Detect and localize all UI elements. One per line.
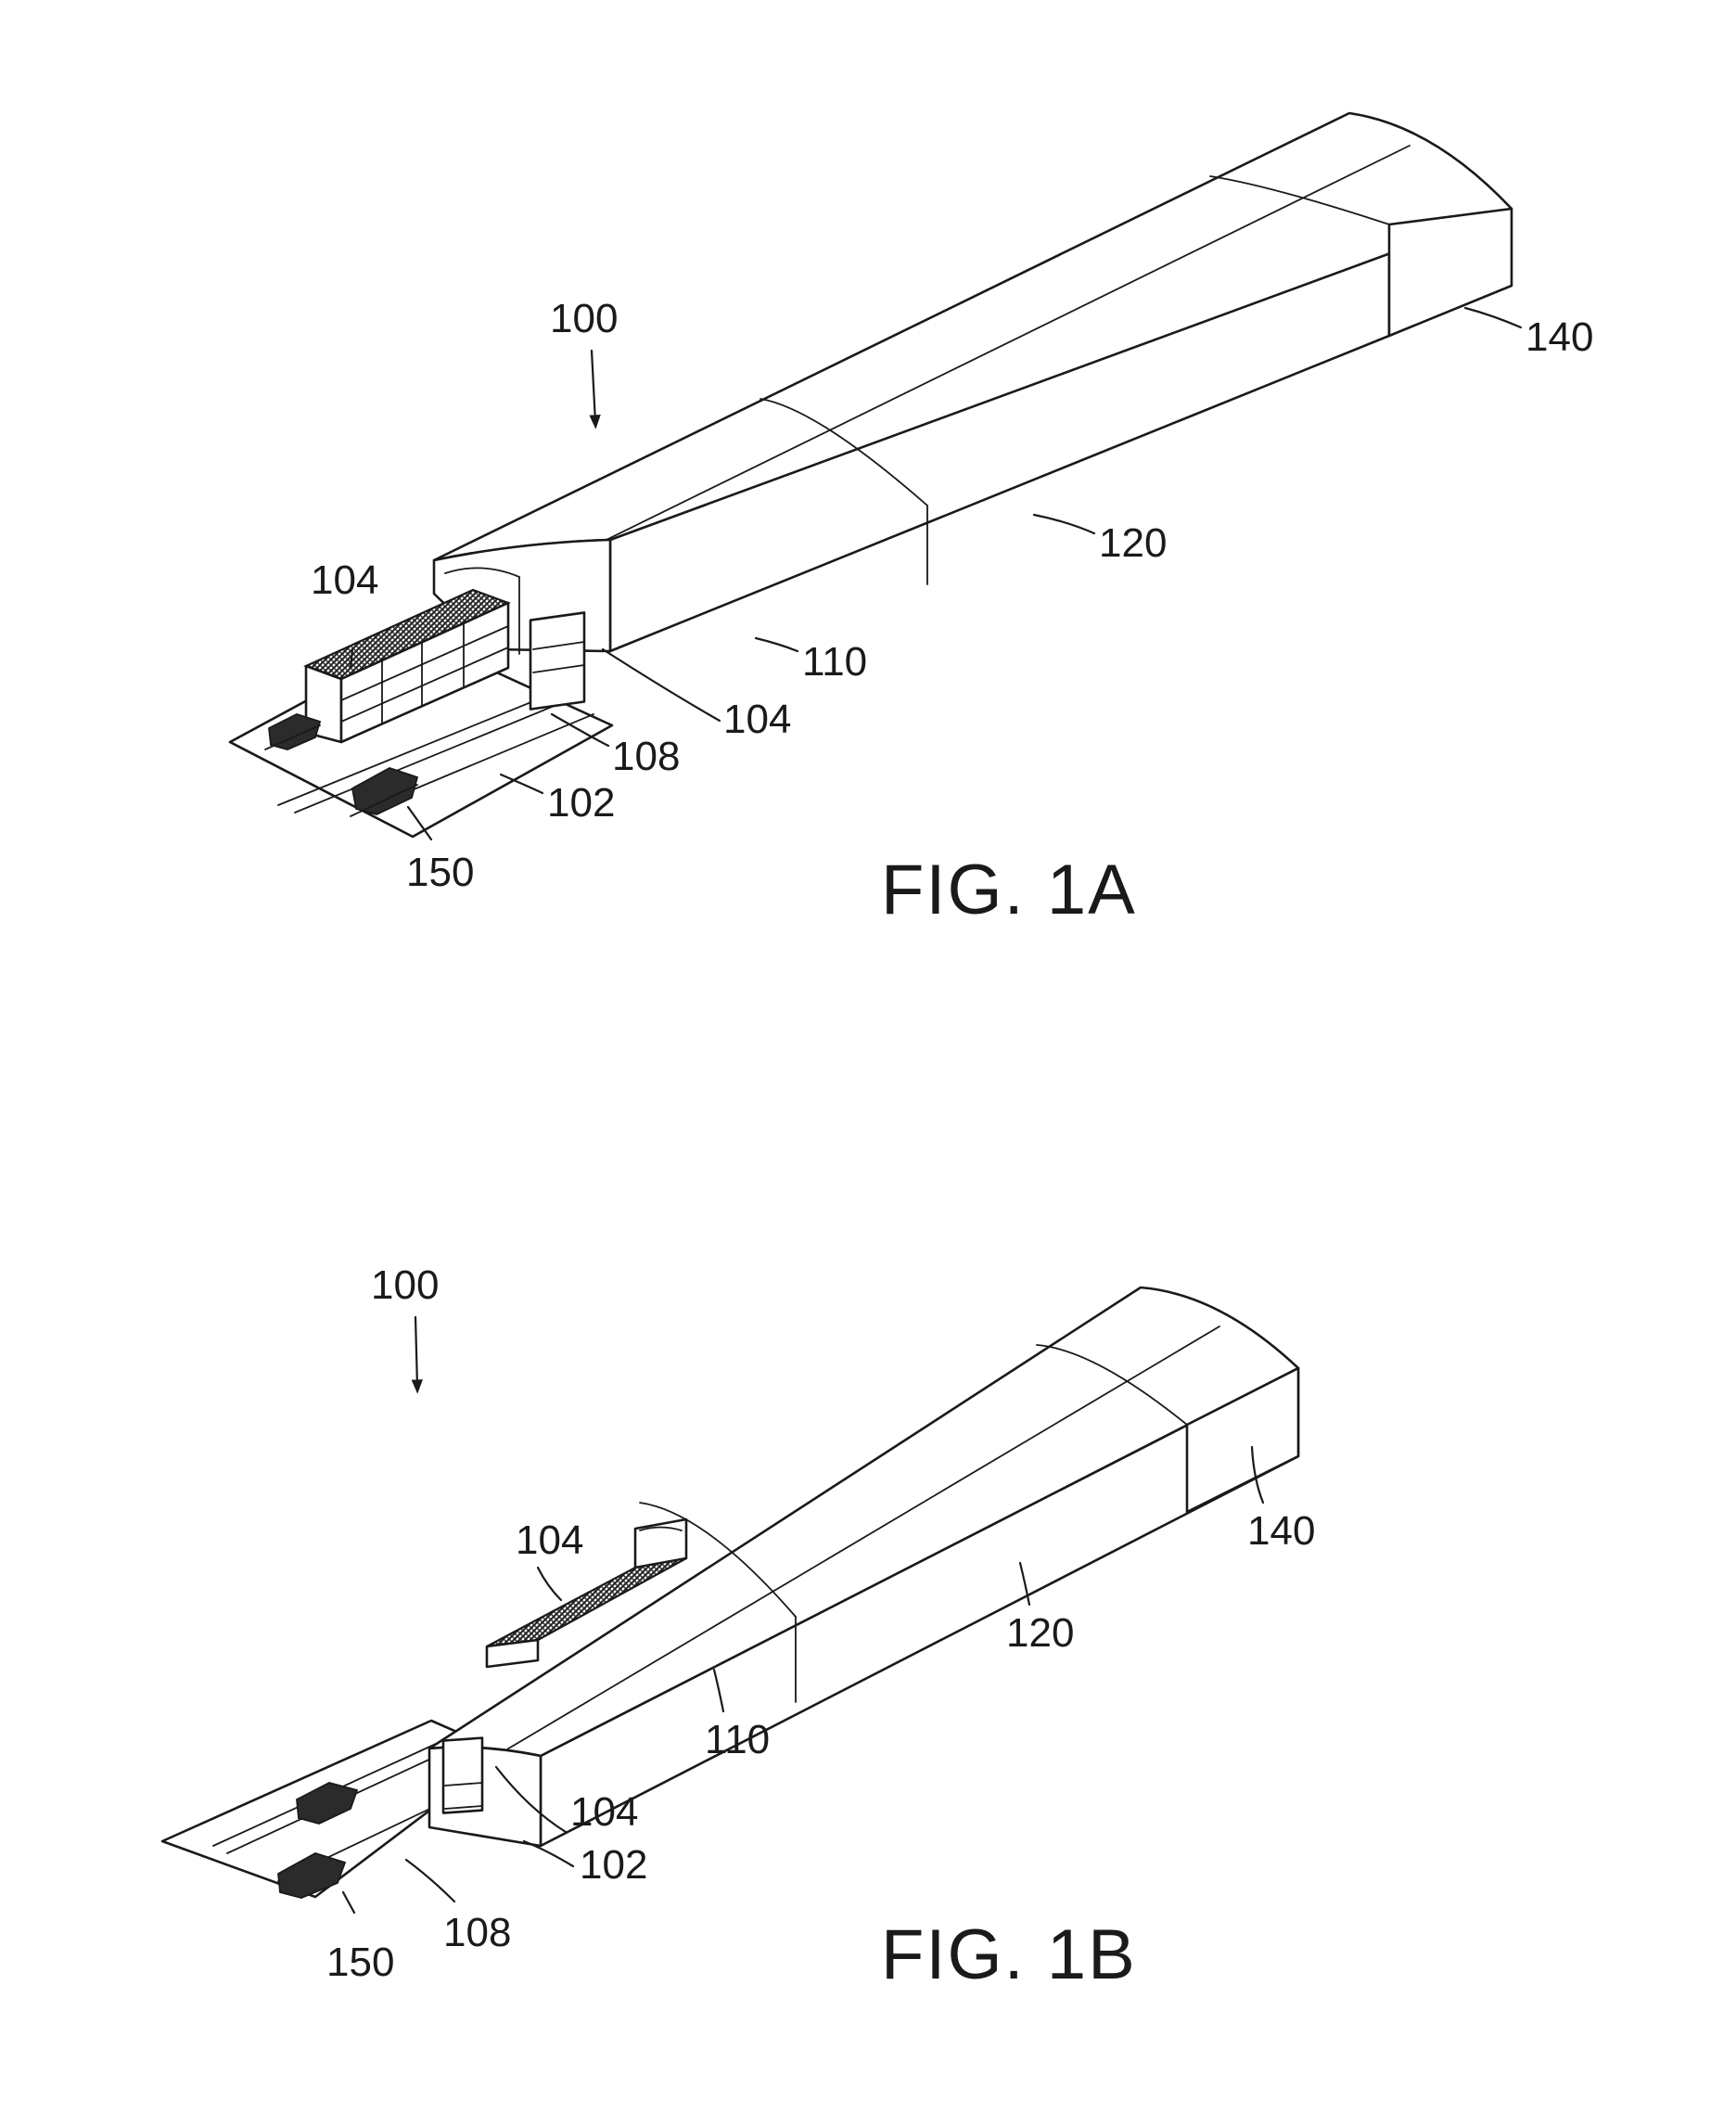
label-104-door-1a: 104 [723,697,791,742]
label-104-top-1a: 104 [311,557,378,603]
caption-fig-1b: FIG. 1B [881,1915,1137,1994]
label-100-1a: 100 [550,296,618,341]
label-140-1b: 140 [1247,1508,1315,1554]
label-140-1a: 140 [1525,314,1593,360]
figure-1a: 100 140 120 110 104 104 108 102 150 FIG.… [230,113,1593,929]
label-100-1b: 100 [371,1262,439,1308]
label-102-1b: 102 [580,1842,647,1888]
label-150-1b: 150 [326,1940,394,1985]
label-102-1a: 102 [547,780,615,826]
label-120-1a: 120 [1099,520,1167,566]
label-110-1a: 110 [802,639,867,685]
label-108-1a: 108 [612,734,680,779]
door-104 [443,1738,482,1813]
building-assembly [429,1287,1298,1846]
caption-fig-1a: FIG. 1A [881,851,1137,929]
label-104-door-1b: 104 [570,1789,638,1835]
figure-1b: 100 104 140 120 110 104 102 108 150 FIG.… [162,1262,1315,1994]
label-120-1b: 120 [1006,1610,1074,1656]
label-108-1b: 108 [443,1910,511,1955]
door-104 [530,612,584,709]
label-104-top-1b: 104 [516,1518,583,1563]
label-110-1b: 110 [705,1717,770,1762]
label-150-1a: 150 [406,850,474,895]
